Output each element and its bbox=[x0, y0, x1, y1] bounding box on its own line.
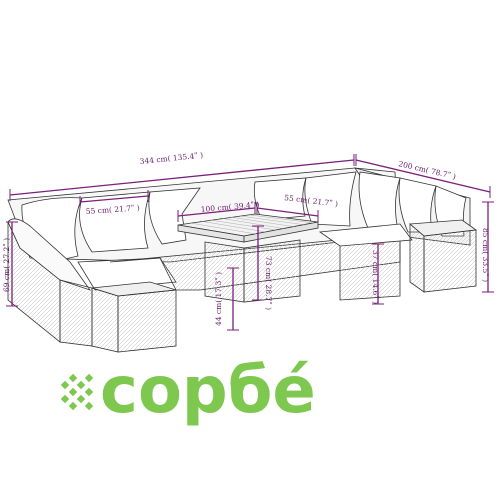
back-cushion bbox=[358, 171, 401, 231]
back-height-label: 85 cm( 33.5ʺ ) bbox=[481, 228, 490, 282]
seat-height-label: 37 cm( 14.6ʺ ) bbox=[371, 250, 380, 304]
back-cushion bbox=[148, 187, 201, 245]
depth-line bbox=[355, 159, 491, 193]
right-side-table-left bbox=[409, 223, 425, 293]
side-table-left bbox=[91, 287, 119, 353]
dimension-ticks bbox=[6, 154, 494, 331]
corner-seat-module bbox=[59, 279, 93, 347]
total-width-label: 344 cm( 135.4ʺ ) bbox=[139, 151, 203, 166]
stool-height-label: 44 cm( 17.3ʺ ) bbox=[214, 272, 223, 326]
seat-width-label: 55 cm( 21.7ʺ ) bbox=[86, 203, 141, 216]
table-height-label: 73 cm( 28.7ʺ ) bbox=[264, 256, 273, 310]
back-cushion bbox=[79, 191, 151, 253]
side-height-label: 69 cm( 27.2ʺ ) bbox=[2, 238, 11, 292]
brand-name: сорбé bbox=[100, 354, 316, 428]
table-base bbox=[204, 241, 245, 303]
table-slats bbox=[189, 214, 315, 235]
brand-logo: сорбé bbox=[60, 354, 316, 428]
table-depth-line bbox=[256, 207, 319, 217]
right-side-table-front bbox=[423, 229, 477, 293]
dimension-lines bbox=[6, 154, 494, 331]
side-table-front bbox=[117, 289, 177, 353]
total-width-line bbox=[9, 159, 355, 196]
seat-width-line bbox=[79, 195, 149, 203]
sofa-set-drawing bbox=[7, 167, 478, 353]
table-width-line bbox=[177, 207, 256, 217]
logo-mesh-icon bbox=[60, 373, 94, 411]
depth-label: 200 cm( 78.7ʺ ) bbox=[398, 159, 457, 181]
